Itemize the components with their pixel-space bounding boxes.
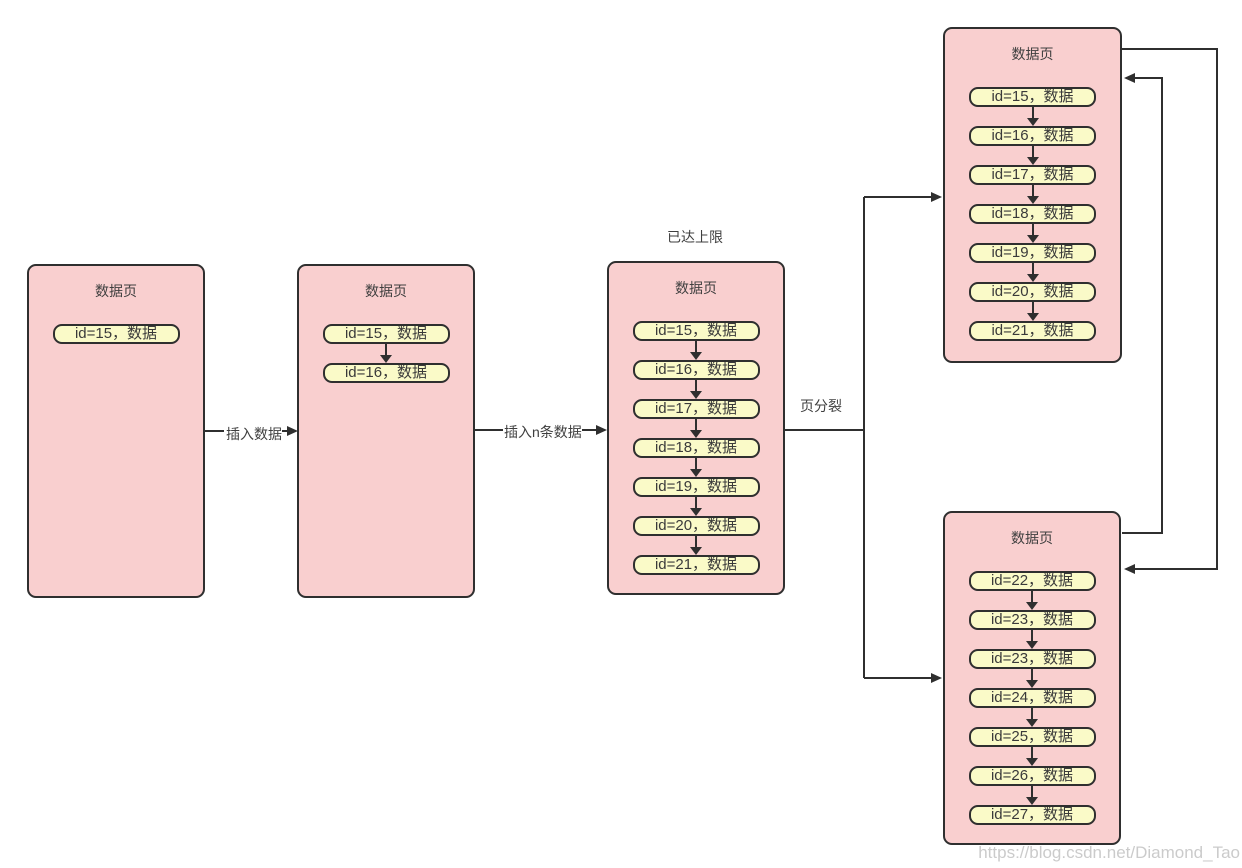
record-row: id=16，数据: [632, 360, 760, 380]
arrow-down-icon: [1026, 630, 1038, 649]
record-row: id=18，数据: [969, 204, 1096, 224]
insert-n-rows-label: 插入n条数据: [504, 424, 582, 440]
pointer-bottom-to-top-line: [1122, 77, 1163, 534]
arrow-down-icon: [1026, 591, 1038, 610]
record-row: id=27，数据: [968, 805, 1096, 825]
data-page-initial: 数据页 id=15，数据: [27, 264, 205, 598]
arrow-down-icon: [1026, 786, 1038, 805]
arrow-down-icon: [1026, 669, 1038, 688]
record-row: id=16，数据: [322, 363, 450, 383]
arrow-down-icon: [690, 419, 702, 438]
arrowhead-pointer-into-bottom: [1124, 564, 1135, 574]
arrow-down-icon: [690, 380, 702, 399]
record-row: id=15，数据: [969, 87, 1096, 107]
arrow-down-icon: [690, 536, 702, 555]
page-title: 数据页: [95, 283, 137, 299]
record-row: id=24，数据: [968, 688, 1096, 708]
page-title: 数据页: [675, 280, 717, 296]
arrow-down-icon: [1026, 146, 1039, 165]
record-row: id=20，数据: [969, 282, 1096, 302]
page-title: 数据页: [1011, 46, 1054, 62]
pointer-top-to-bottom-line: [1122, 48, 1218, 570]
record-row: id=23，数据: [968, 610, 1096, 630]
arrow-down-icon: [1026, 263, 1039, 282]
arrowhead-into-bottom-page: [931, 673, 942, 683]
page-title: 数据页: [1011, 530, 1053, 546]
record-row: id=21，数据: [632, 555, 760, 575]
record-row: id=17，数据: [632, 399, 760, 419]
arrow-down-icon: [1026, 708, 1038, 727]
arrow-down-icon: [380, 344, 392, 363]
arrowhead-into-page3: [596, 425, 607, 435]
record-row: id=16，数据: [969, 126, 1096, 146]
arrow-down-icon: [1026, 107, 1039, 126]
arrow-down-icon: [690, 497, 702, 516]
record-row: id=19，数据: [632, 477, 760, 497]
arrowhead-into-top-page: [931, 192, 942, 202]
arrow-down-icon: [1026, 747, 1038, 766]
arrowhead-pointer-into-top: [1124, 73, 1135, 83]
page-title: 数据页: [365, 283, 407, 299]
record-row: id=15，数据: [322, 324, 450, 344]
record-row: id=21，数据: [969, 321, 1096, 341]
record-row: id=22，数据: [968, 571, 1096, 591]
arrow-down-icon: [1026, 224, 1039, 243]
reached-limit-label: 已达上限: [667, 229, 723, 245]
arrow-down-icon: [690, 341, 702, 360]
record-list: id=15，数据 id=16，数据 id=17，数据 id=18，数据 id=19，数据…: [609, 321, 783, 575]
record-row: id=17，数据: [969, 165, 1096, 185]
arrow-down-icon: [1026, 302, 1039, 321]
record-row: id=20，数据: [632, 516, 760, 536]
record-row: id=18，数据: [632, 438, 760, 458]
arrow-down-icon: [1026, 185, 1039, 204]
record-row: id=26，数据: [968, 766, 1096, 786]
record-row: id=15，数据: [632, 321, 760, 341]
record-row: id=23，数据: [968, 649, 1096, 669]
record-list: id=15，数据 id=16，数据 id=17，数据 id=18，数据 id=19，数据…: [945, 87, 1120, 341]
insert-data-label: 插入数据: [226, 426, 282, 442]
record-list: id=15，数据 id=16，数据: [299, 324, 473, 383]
record-row: id=15，数据: [52, 324, 180, 344]
record-row: id=19，数据: [969, 243, 1096, 263]
page-split-label: 页分裂: [800, 398, 842, 414]
record-list: id=15，数据: [29, 324, 203, 344]
record-row: id=25，数据: [968, 727, 1096, 747]
data-page-after-insert: 数据页 id=15，数据 id=16，数据: [297, 264, 475, 598]
watermark-text: https://blog.csdn.net/Diamond_Tao: [978, 843, 1240, 862]
record-list: id=22，数据 id=23，数据 id=23，数据 id=24，数据 id=25，数据…: [945, 571, 1119, 825]
arrow-down-icon: [690, 458, 702, 477]
